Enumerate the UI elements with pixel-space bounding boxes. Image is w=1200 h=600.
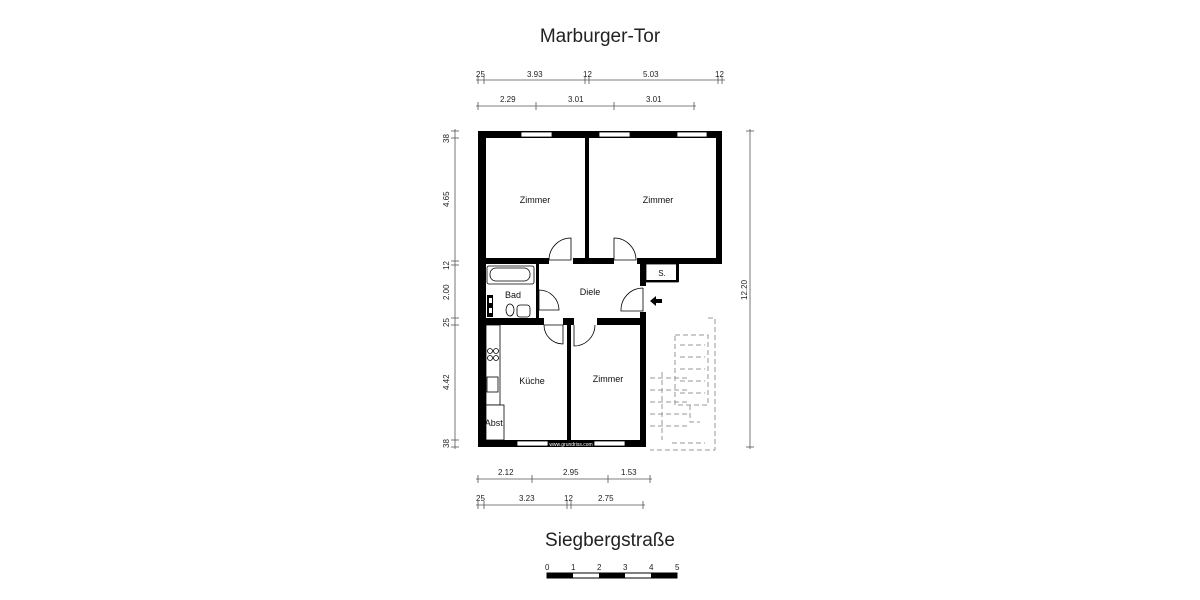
dim-label: 2.12 <box>498 468 514 477</box>
room-zimmer-right: Zimmer <box>643 195 674 205</box>
scale-label: 1 <box>571 563 576 572</box>
dim-label: 12 <box>715 70 724 79</box>
dimension-left: 38 4.65 12 2.00 25 4.42 38 <box>442 129 459 449</box>
dim-label: 25 <box>476 70 485 79</box>
room-abst: Abst. <box>485 418 506 428</box>
watermark: www.grundriss.com <box>549 442 592 448</box>
scale-label: 4 <box>649 563 654 572</box>
dimension-top-row2: 2.29 3.01 3.01 <box>476 95 696 110</box>
dim-label: 4.65 <box>442 191 451 207</box>
dim-label: 3.01 <box>568 95 584 104</box>
street-bottom: Siegbergstraße <box>545 530 675 551</box>
dimension-right: 12.20 <box>740 129 754 449</box>
scale-label: 2 <box>597 563 602 572</box>
room-s: S. <box>658 269 666 278</box>
staircase <box>650 317 716 451</box>
dimension-top-row1: 25 3.93 12 5.03 12 <box>476 70 725 84</box>
dim-label: 12 <box>442 261 451 270</box>
dim-label: 3.23 <box>519 494 535 503</box>
dim-label: 12 <box>564 494 573 503</box>
scale-label: 3 <box>623 563 628 572</box>
dim-label: 38 <box>442 439 451 448</box>
dim-label: 25 <box>476 494 485 503</box>
scale-bar: 0 1 2 3 4 5 <box>545 563 680 579</box>
dimension-bottom-row1: 2.12 2.95 1.53 <box>476 468 652 483</box>
dim-label: 3.01 <box>646 95 662 104</box>
sink <box>516 304 531 318</box>
doors <box>538 237 644 347</box>
room-diele: Diele <box>580 287 601 297</box>
dim-label: 4.42 <box>442 374 451 390</box>
entrance-arrow-icon <box>650 296 662 306</box>
dim-label: 2.75 <box>598 494 614 503</box>
dim-label: 38 <box>442 134 451 143</box>
room-bad: Bad <box>505 290 521 300</box>
street-top: Marburger-Tor <box>540 26 661 47</box>
kitchen-sink <box>486 376 499 393</box>
fixtures <box>485 265 535 441</box>
dim-label: 25 <box>442 318 451 327</box>
dim-label: 12.20 <box>740 279 749 300</box>
kitchen-counter <box>485 324 501 406</box>
toilet <box>505 303 515 317</box>
dim-label: 12 <box>583 70 592 79</box>
dim-label: 5.03 <box>643 70 659 79</box>
dim-label: 2.29 <box>500 95 516 104</box>
abstellraum <box>485 404 505 441</box>
scale-label: 0 <box>545 563 550 572</box>
dim-label: 1.53 <box>621 468 637 477</box>
room-zimmer-bottom: Zimmer <box>593 374 624 384</box>
dim-label: 2.00 <box>442 284 451 300</box>
dim-label: 2.95 <box>563 468 579 477</box>
scale-label: 5 <box>675 563 680 572</box>
dimension-bottom-row2: 25 3.23 12 2.75 <box>476 494 645 509</box>
room-zimmer-left: Zimmer <box>520 195 551 205</box>
dim-label: 3.93 <box>527 70 543 79</box>
windows: www.grundriss.com <box>516 131 708 448</box>
room-kueche: Küche <box>519 376 545 386</box>
